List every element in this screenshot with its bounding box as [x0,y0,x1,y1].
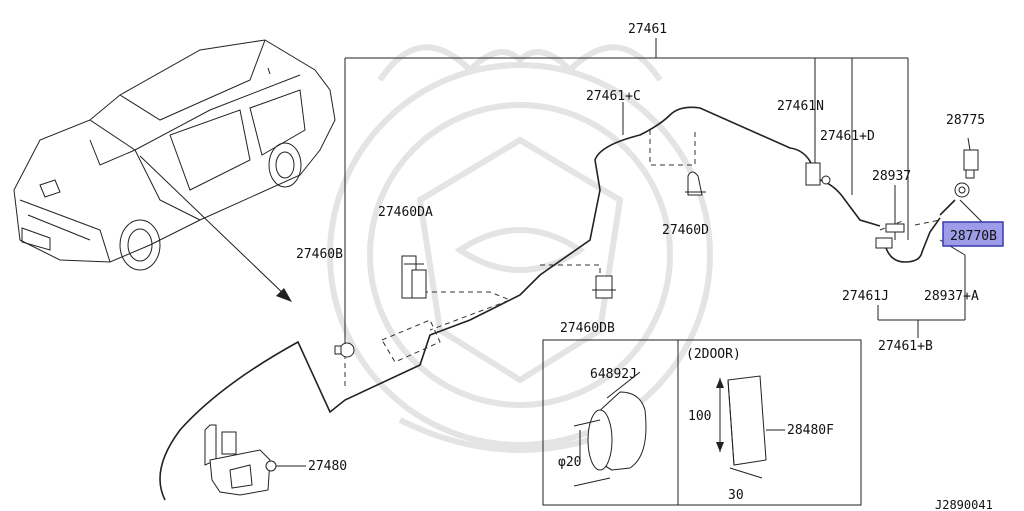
part-28770B-cap [939,182,970,216]
label-27461[interactable]: 27461 [628,22,667,37]
label-27461J[interactable]: 27461J [842,289,889,304]
label-27461-B[interactable]: 27461+B [878,339,933,354]
part-28775-nozzle [963,149,979,179]
part-27460DB-clip [592,275,616,299]
label-28480F[interactable]: 28480F [787,423,834,438]
label-dim-phi20: φ20 [558,455,581,470]
label-27460D[interactable]: 27460D [662,223,709,238]
label-27460DB[interactable]: 27460DB [560,321,615,336]
label-64892J[interactable]: 64892J [590,367,637,382]
label-28937[interactable]: 28937 [872,169,911,184]
part-27480-reservoir [204,424,306,496]
label-27461N[interactable]: 27461N [777,99,824,114]
label-28770B[interactable]: 28770B [950,229,997,244]
inset-panel [542,339,862,506]
hose-segment-j [884,217,941,263]
label-28937-A[interactable]: 28937+A [924,289,979,304]
label-28775[interactable]: 28775 [946,113,985,128]
label-dim-100: 100 [688,409,711,424]
label-2-door: (2DOOR) [686,347,741,362]
diagram-id: J2890041 [935,498,993,511]
part-27461N-connector [805,162,831,186]
part-27460DA-clip [401,255,427,299]
label-27461-C[interactable]: 27461+C [586,89,641,104]
reference-bracket-lines [344,38,986,345]
washer-hose [159,106,813,501]
highlight-box-28770B[interactable] [942,221,1004,247]
label-27460B[interactable]: 27460B [296,247,343,262]
label-27461-D[interactable]: 27461+D [820,129,875,144]
hose-segment-n [819,179,881,227]
label-27460DA[interactable]: 27460DA [378,205,433,220]
watermark-emblem [327,44,713,453]
part-27460D-clip [685,171,706,196]
car-illustration [13,39,336,271]
part-28937-nozzle [875,223,905,249]
label-dim-30: 30 [728,488,744,503]
pointer-arrow [139,155,289,299]
part-27460B-clip [334,342,355,358]
label-27480[interactable]: 27480 [308,459,347,474]
arrowhead-icon [276,288,292,302]
